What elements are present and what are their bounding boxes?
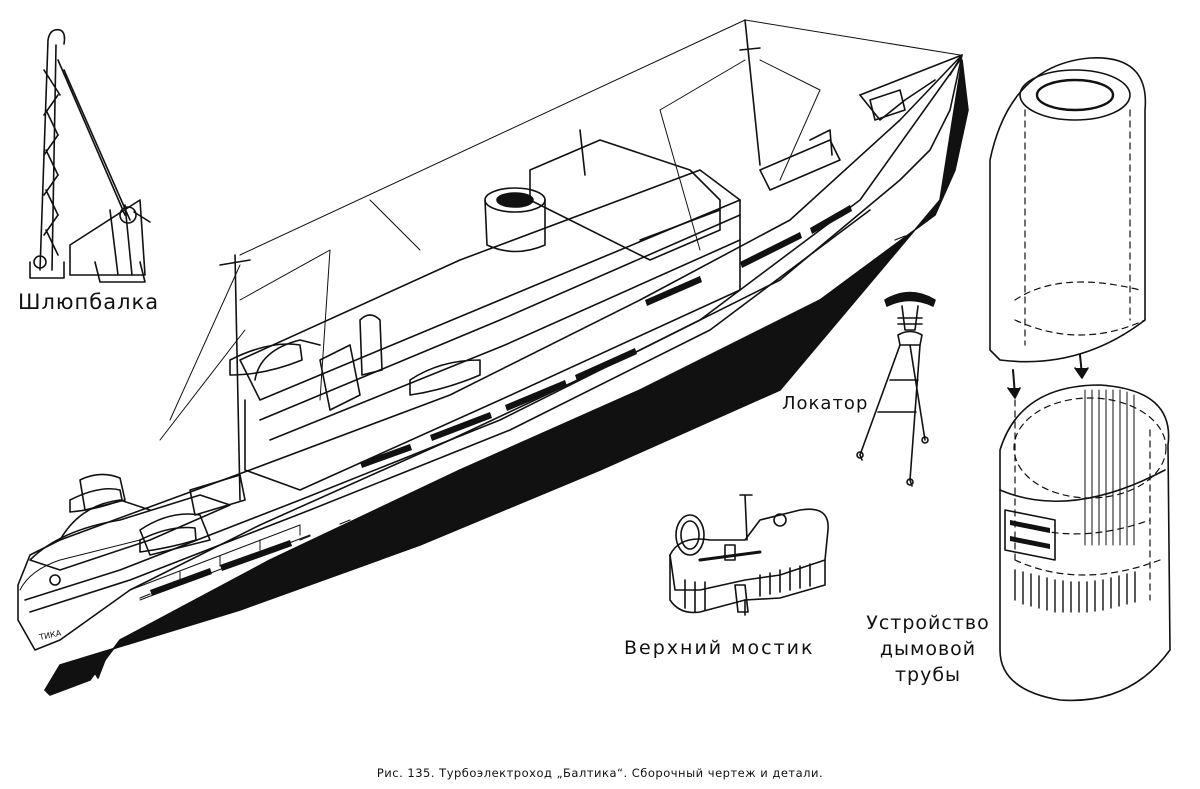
figure-caption: Рис. 135. Турбоэлектроход „Балтика“. Сбо…: [376, 766, 824, 780]
funnel-label-line-2: дымовой: [879, 638, 977, 660]
upper-bridge-illustration: [669, 494, 829, 616]
funnel-structure-illustration: [989, 57, 1171, 702]
davit-label: Шлюпбалка: [18, 290, 160, 314]
funnel-label-line-3: трубы: [894, 664, 962, 686]
upper-bridge-label: Верхний мостик: [624, 637, 815, 659]
davit-illustration: [29, 28, 151, 283]
radar-label: Локатор: [782, 393, 869, 414]
radar-illustration: [856, 291, 936, 487]
funnel-structure-label: Устройство дымовой трубы: [858, 610, 998, 688]
funnel-label-line-1: Устройство: [866, 612, 990, 634]
ship-illustration: [17, 19, 969, 696]
